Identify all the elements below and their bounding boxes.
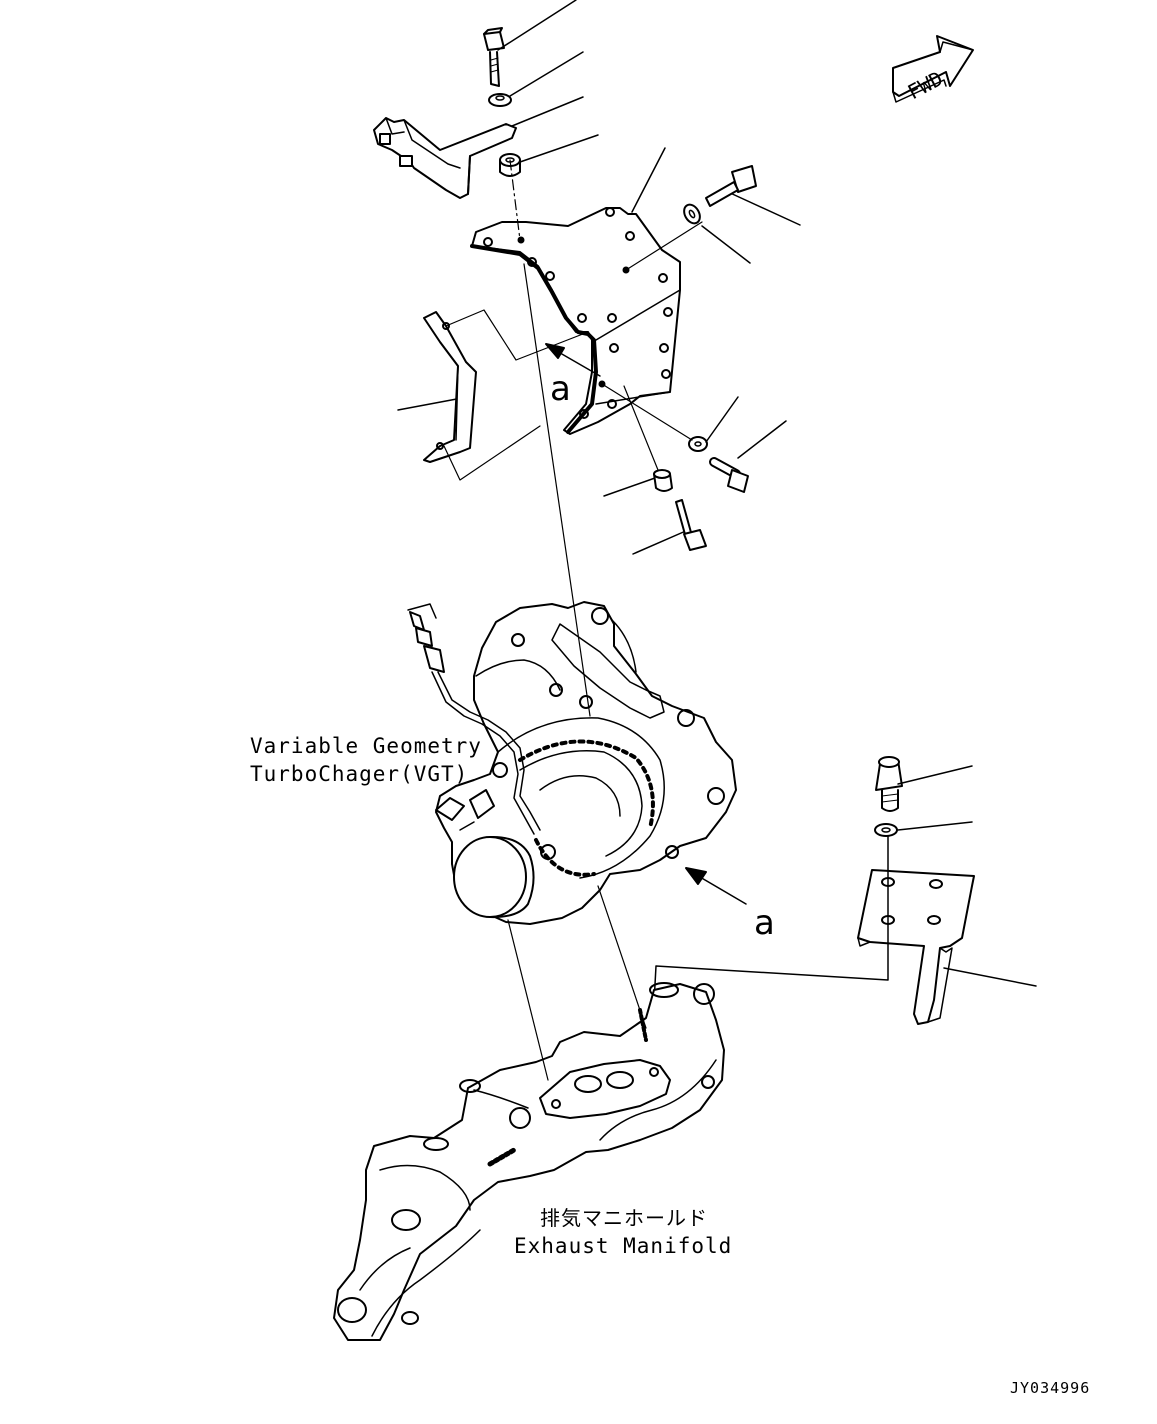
top-washer-icon (489, 94, 511, 106)
washer-upper-right-icon (681, 202, 703, 226)
bolt-upper-right-icon (706, 166, 756, 206)
exhaust-manifold-icon (334, 983, 724, 1340)
side-bracket-icon (424, 312, 476, 462)
view-a-label-lower: a (754, 903, 775, 943)
harness-bracket-icon (374, 118, 516, 198)
leader-lines-top (398, 0, 800, 554)
fwd-text: FWD (904, 66, 947, 104)
support-washer-icon (875, 824, 897, 836)
washer-lower-right-icon (689, 437, 707, 451)
spacer-lower-icon (654, 470, 672, 491)
fwd-arrow-icon: FWD (893, 36, 973, 104)
assembly-line-shield-turbo (524, 264, 590, 716)
heat-shield-icon (472, 208, 680, 434)
vgt-label-line1: Variable Geometry (250, 734, 482, 758)
view-a-label-upper: a (550, 369, 571, 409)
vgt-label-line2: TurboChager(VGT) (250, 762, 469, 786)
vgt-harness-icon (408, 604, 540, 834)
view-a-arrow-lower (686, 868, 746, 904)
top-spacer-icon (500, 154, 520, 176)
assembly-lines-lower (508, 886, 646, 1080)
drawing-number: JY034996 (1010, 1379, 1091, 1397)
manifold-label-en: Exhaust Manifold (514, 1234, 733, 1258)
view-a-arrow-upper (546, 344, 600, 376)
bolt-lower-right-icon (714, 462, 748, 492)
assembly-lines-upper (444, 160, 702, 480)
bolt-lower-icon (676, 500, 706, 550)
turbocharger-icon (436, 602, 736, 924)
manifold-label-jp: 排気マニホールド (540, 1206, 708, 1230)
support-bolt-icon (876, 757, 902, 811)
top-bolt-icon (484, 28, 504, 86)
support-bracket-icon (858, 870, 974, 1024)
